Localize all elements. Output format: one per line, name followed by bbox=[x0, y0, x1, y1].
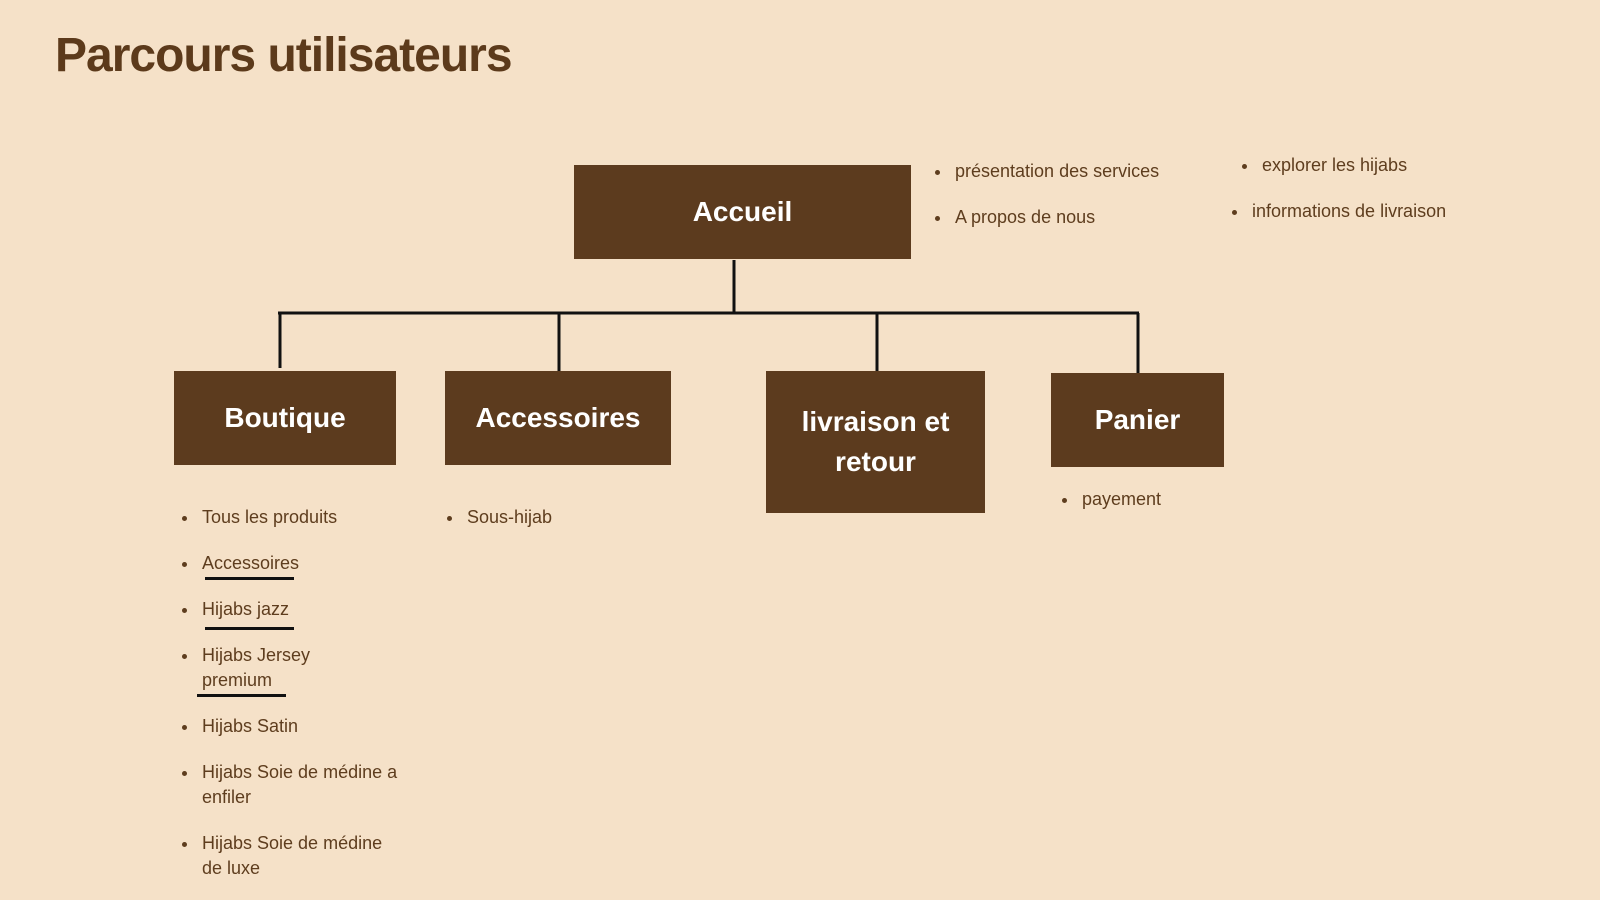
list-item: explorer les hijabs bbox=[1240, 153, 1407, 178]
list-item: Hijabs jazz bbox=[180, 597, 410, 622]
list-item: Hijabs Soie de médine a enfiler bbox=[180, 760, 402, 810]
list-item: Sous-hijab bbox=[445, 505, 552, 530]
accueil-notes-left: présentation des services A propos de no… bbox=[933, 159, 1159, 251]
list-item: présentation des services bbox=[933, 159, 1159, 184]
panier-items: payement bbox=[1060, 487, 1161, 533]
list-item: A propos de nous bbox=[933, 205, 1159, 230]
list-item: Tous les produits bbox=[180, 505, 410, 530]
list-item: Hijabs Soie de médine de luxe bbox=[180, 831, 402, 881]
boutique-items: Tous les produits Accessoires Hijabs jaz… bbox=[180, 505, 410, 881]
node-accessoires[interactable]: Accessoires bbox=[445, 371, 671, 465]
node-boutique[interactable]: Boutique bbox=[174, 371, 396, 465]
page-title: Parcours utilisateurs bbox=[55, 29, 513, 82]
accessoires-items: Sous-hijab bbox=[445, 505, 552, 551]
underline-hijabs-jazz bbox=[205, 627, 294, 630]
list-item: Hijabs Jersey premium bbox=[180, 643, 342, 693]
node-panier[interactable]: Panier bbox=[1051, 373, 1224, 467]
list-item: payement bbox=[1060, 487, 1161, 512]
list-item: informations de livraison bbox=[1230, 199, 1446, 224]
list-item: Accessoires bbox=[180, 551, 410, 576]
accueil-notes-right-2: informations de livraison bbox=[1230, 199, 1446, 245]
underline-jersey-premium bbox=[197, 694, 286, 697]
node-accueil[interactable]: Accueil bbox=[574, 165, 911, 259]
underline-accessoires bbox=[205, 577, 294, 580]
node-livraison-retour[interactable]: livraison et retour bbox=[766, 371, 985, 513]
list-item: Hijabs Satin bbox=[180, 714, 410, 739]
accueil-notes-right-1: explorer les hijabs bbox=[1240, 153, 1407, 199]
